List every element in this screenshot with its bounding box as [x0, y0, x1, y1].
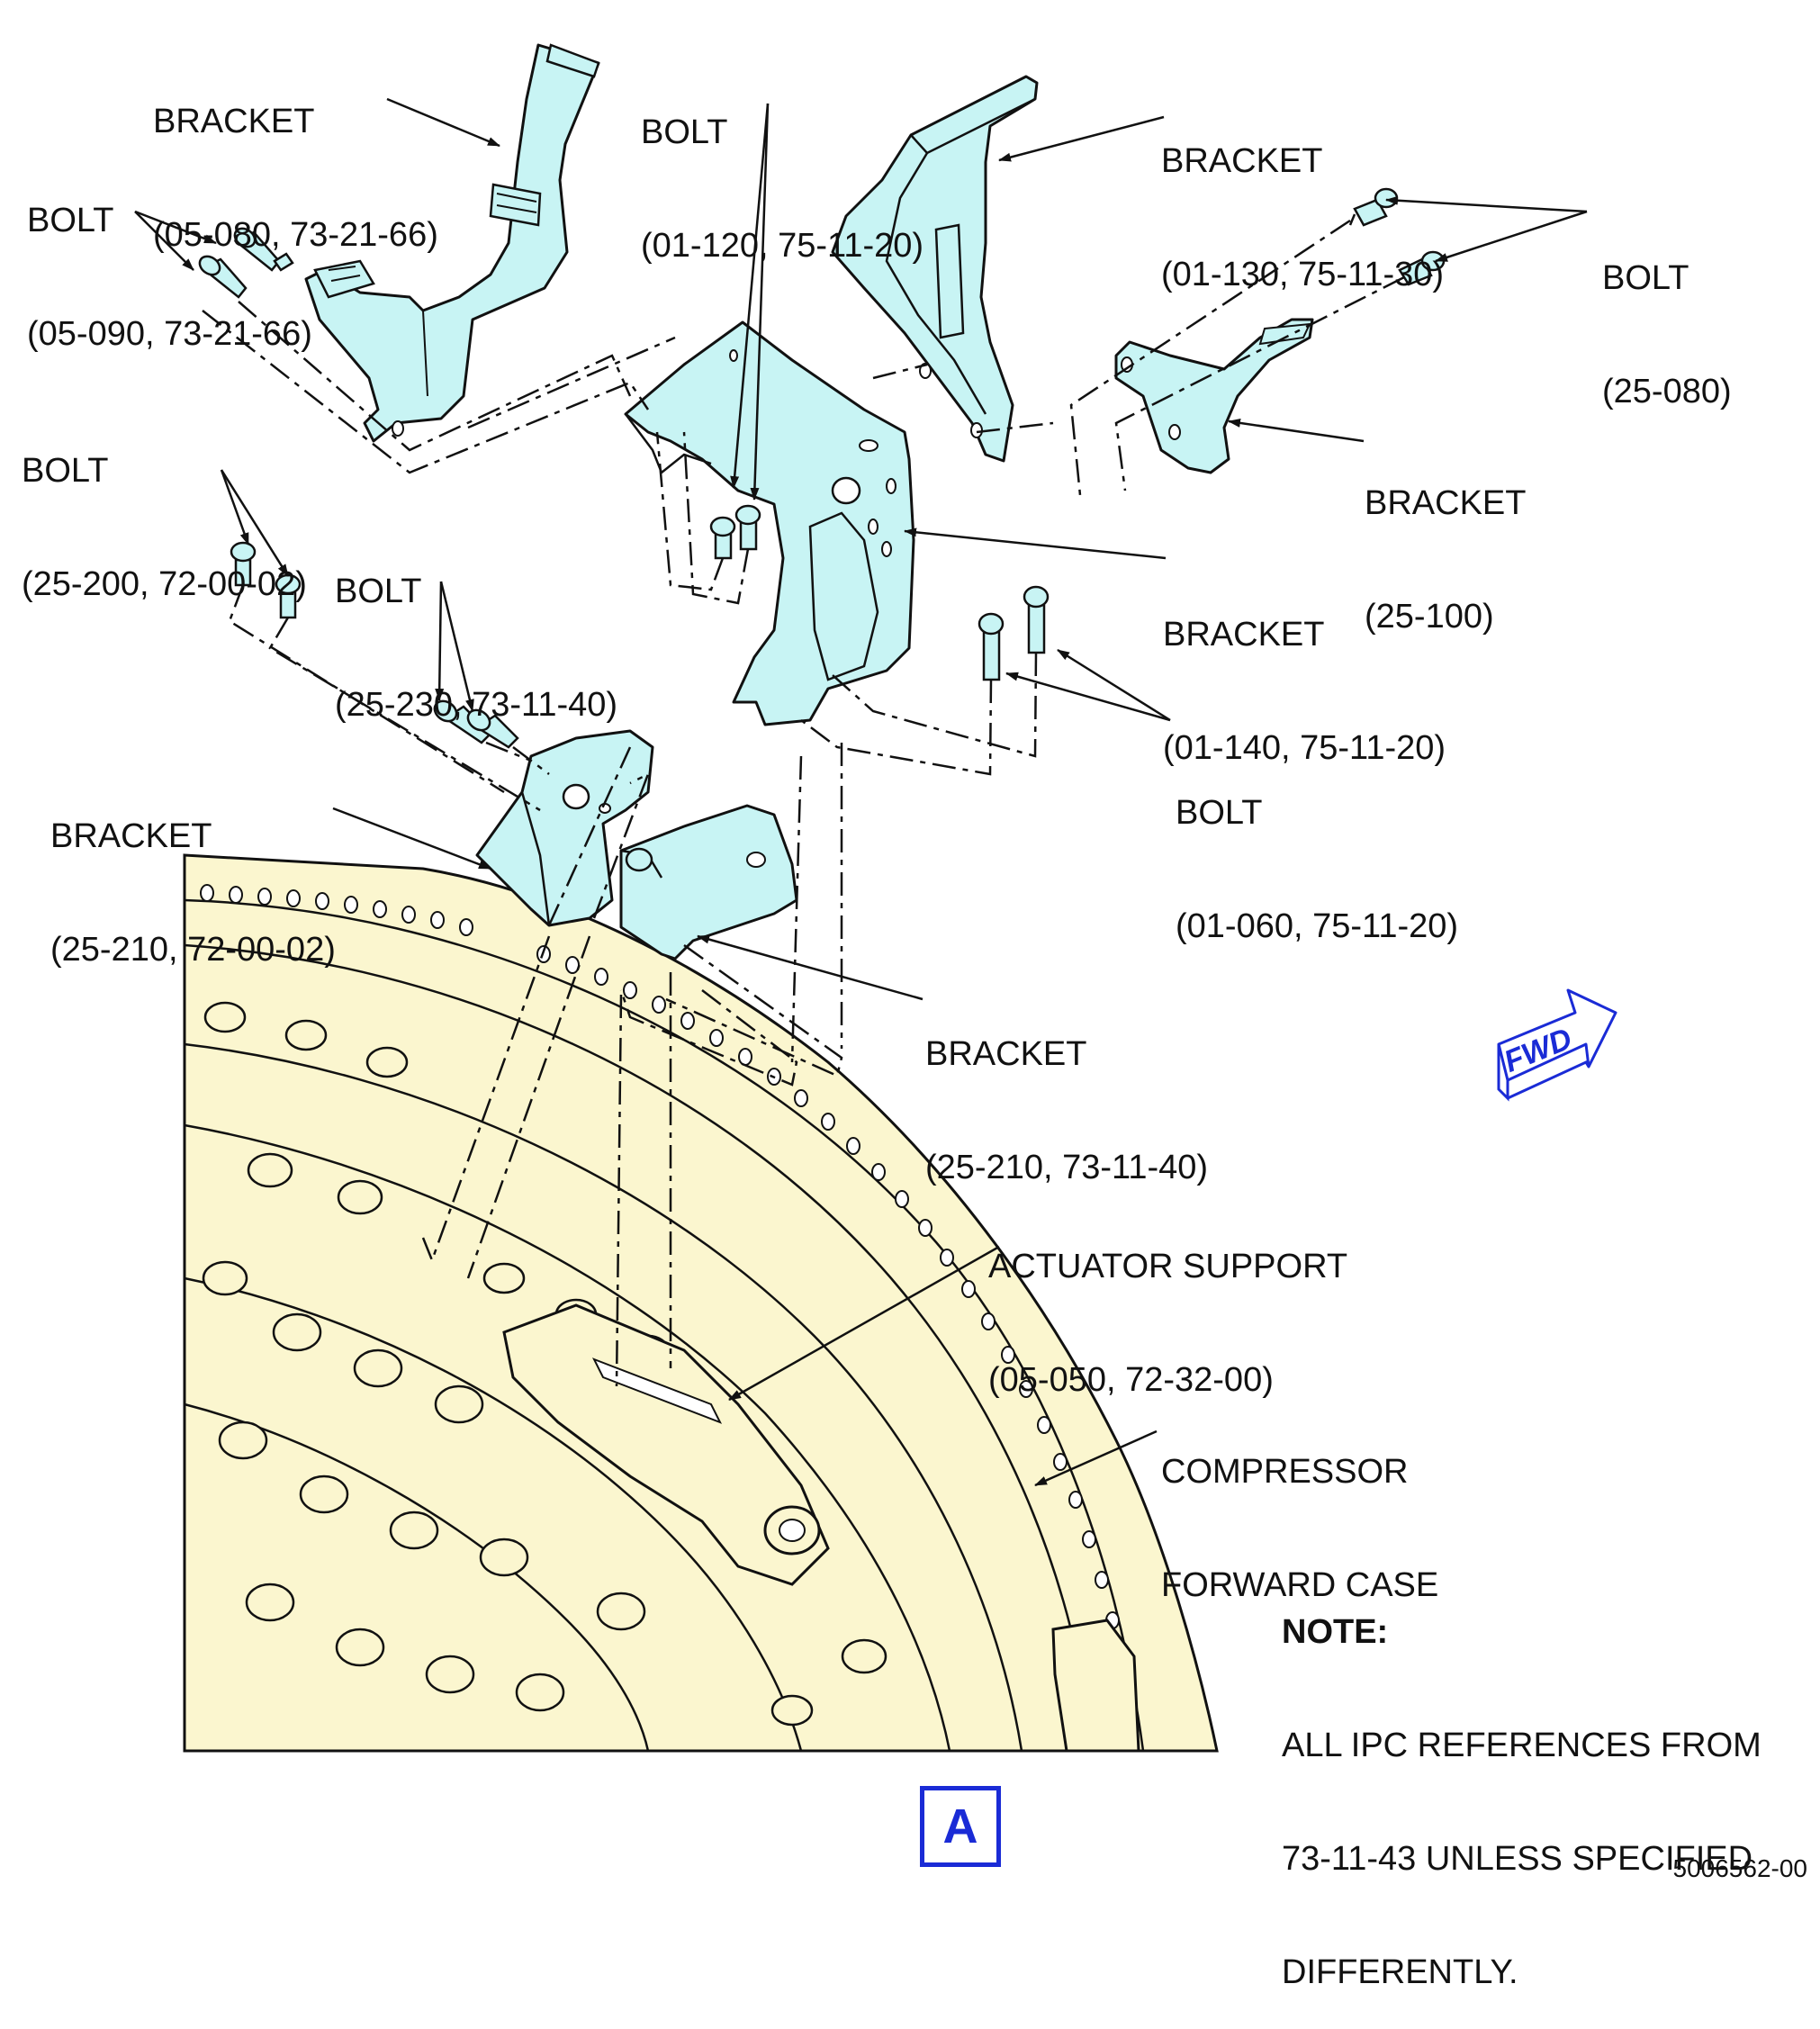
- label-bracket-01-140: BRACKET (01-140, 75-11-20): [1163, 540, 1446, 805]
- bracket-25-210-73-11-40: [619, 804, 798, 960]
- bolt-01-120-pair: [709, 504, 761, 560]
- label-line: FORWARD CASE: [1161, 1566, 1439, 1604]
- compressor-forward-case: [183, 853, 1219, 1753]
- bolt-25-080-pair: [1348, 187, 1446, 286]
- bracket-01-140: [624, 320, 915, 726]
- label-name: BOLT: [335, 573, 422, 610]
- label-actuator-support: ACTUATOR SUPPORT (05-050, 72-32-00): [988, 1172, 1347, 1437]
- bolt-25-200-pair: [230, 541, 302, 619]
- label-name: ACTUATOR SUPPORT: [988, 1248, 1348, 1285]
- bracket-01-130: [831, 75, 1039, 463]
- label-ref: (01-120, 75-11-20): [641, 227, 924, 265]
- bolt-25-230-pair: [433, 699, 519, 749]
- label-bolt-25-080: BOLT (25-080): [1602, 184, 1732, 448]
- label-name: BRACKET: [1161, 142, 1323, 180]
- bracket-25-100: [1114, 318, 1314, 474]
- label-ref: (25-200, 72-00-02): [22, 565, 307, 603]
- label-name: BRACKET: [50, 817, 212, 855]
- label-ref: (01-060, 75-11-20): [1176, 907, 1459, 945]
- label-name: BOLT: [1602, 259, 1689, 297]
- note-line: ALL IPC REFERENCES FROM: [1282, 1727, 1761, 1764]
- exploded-view-drawing: FWD: [134, 43, 1617, 1753]
- note-block: NOTE: ALL IPC REFERENCES FROM 73-11-43 U…: [1282, 1538, 1761, 2029]
- label-bracket-05-080: BRACKET (05-080, 73-21-66): [153, 27, 438, 292]
- label-ref: (25-210, 73-11-40): [925, 1149, 1209, 1186]
- label-name: BRACKET: [1365, 484, 1527, 522]
- label-ref: (05-050, 72-32-00): [988, 1361, 1274, 1399]
- assembly-lines: [202, 219, 1405, 1387]
- label-bolt-25-200: BOLT (25-200, 72-00-02): [22, 376, 307, 641]
- label-name: BOLT: [1176, 794, 1263, 832]
- bolt-05-090-pair: [198, 227, 294, 299]
- note-line: 73-11-43 UNLESS SPECIFIED: [1282, 1840, 1753, 1878]
- label-name: BOLT: [22, 452, 109, 490]
- label-name: BRACKET: [925, 1035, 1087, 1073]
- label-ref: (05-090, 73-21-66): [27, 315, 312, 353]
- note-heading: NOTE:: [1282, 1613, 1389, 1651]
- label-name: BOLT: [27, 202, 114, 239]
- label-name: BRACKET: [153, 103, 315, 140]
- label-ref: (05-080, 73-21-66): [153, 216, 438, 254]
- view-label-box: A: [920, 1786, 1001, 1867]
- label-bolt-01-060: BOLT (01-060, 75-11-20): [1176, 718, 1458, 983]
- drawing-number: 5006562-00: [1672, 1854, 1807, 1882]
- label-bracket-01-130: BRACKET (01-130, 75-11-30): [1161, 67, 1444, 331]
- label-bracket-25-210-72-00-02: BRACKET (25-210, 72-00-02): [50, 742, 336, 1006]
- label-name: BOLT: [641, 113, 728, 151]
- label-ref: (01-130, 75-11-30): [1161, 256, 1445, 293]
- label-bracket-25-210-73-11-40: BRACKET (25-210, 73-11-40): [925, 960, 1208, 1224]
- fwd-direction-arrow: FWD: [1497, 988, 1617, 1102]
- label-compressor-forward-case: COMPRESSOR FORWARD CASE: [1161, 1377, 1438, 1642]
- label-bolt-05-090: BOLT (05-090, 73-21-66): [27, 126, 312, 391]
- label-ref: (25-210, 72-00-02): [50, 931, 336, 969]
- leader-lines: [134, 97, 1588, 1487]
- label-bolt-25-230: BOLT (25-230, 73-11-40): [335, 497, 617, 762]
- label-ref: (25-230, 73-11-40): [335, 686, 618, 724]
- note-line: DIFFERENTLY.: [1282, 1953, 1518, 1991]
- label-ref: (01-140, 75-11-20): [1163, 729, 1446, 767]
- label-bracket-25-100: BRACKET (25-100): [1365, 409, 1526, 673]
- label-line: COMPRESSOR: [1161, 1453, 1409, 1491]
- label-ref: (25-080): [1602, 373, 1732, 410]
- label-bolt-01-120: BOLT (01-120, 75-11-20): [641, 38, 924, 302]
- label-name: BRACKET: [1163, 616, 1325, 654]
- label-ref: (25-100): [1365, 598, 1494, 636]
- bracket-05-080: [304, 43, 600, 443]
- bolt-01-060-pair: [978, 585, 1050, 681]
